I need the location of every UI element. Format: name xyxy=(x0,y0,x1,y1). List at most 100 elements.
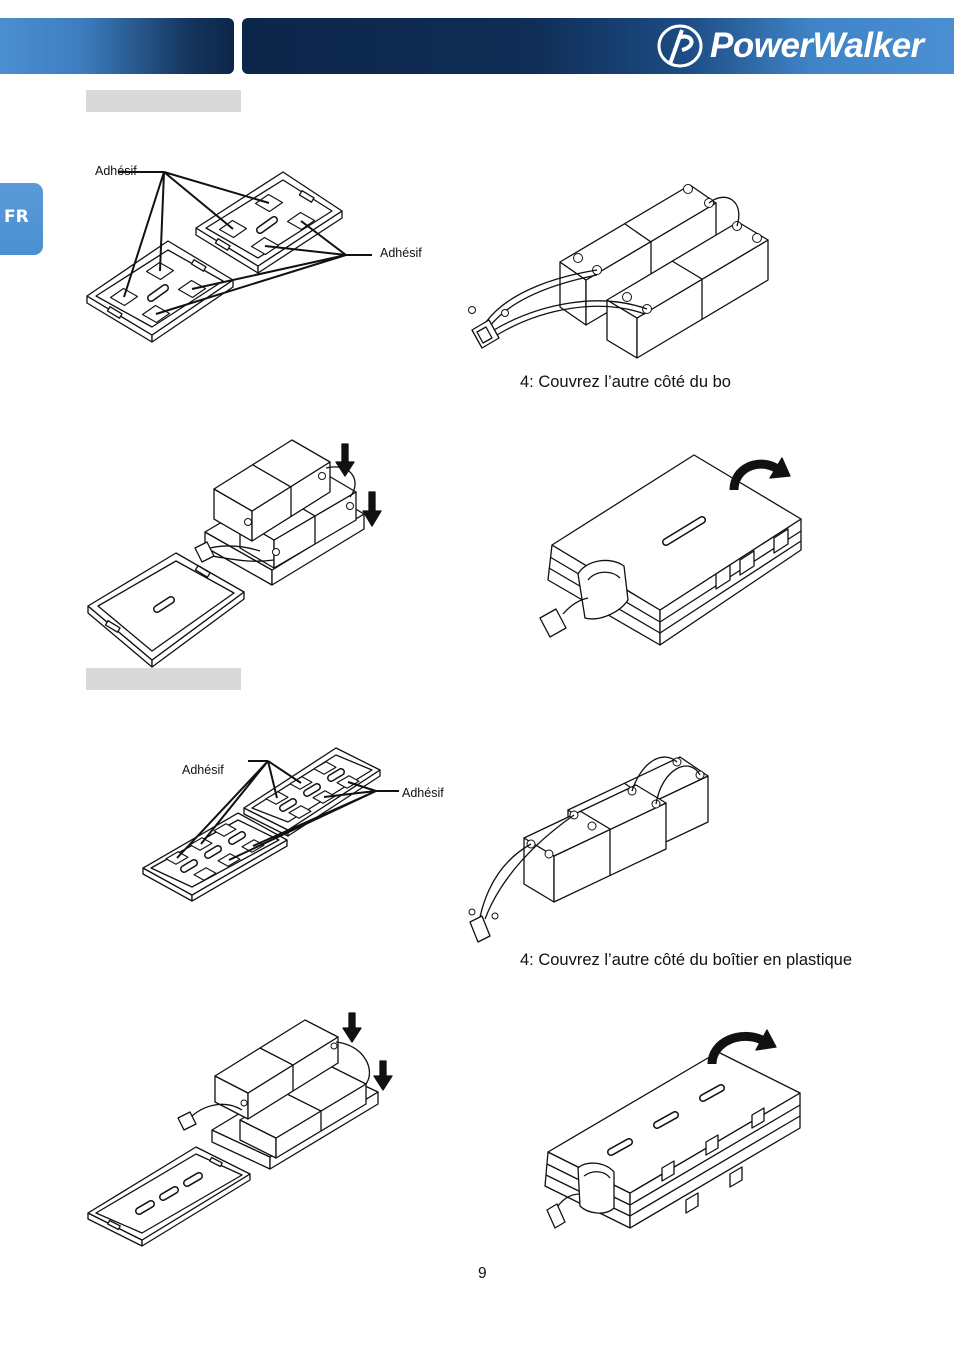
figure-trays-adhesive-2 xyxy=(142,747,399,902)
figure-batteries-into-tray-1-part xyxy=(244,518,252,526)
figure-batteries-into-tray-1-part xyxy=(272,548,280,556)
figure-batteries-into-tray-2-part xyxy=(136,1201,154,1214)
adhesive-label-left-2: Adhésif xyxy=(182,763,224,777)
figure-trays-adhesive-1 xyxy=(86,171,372,343)
figure-trays-adhesive-1-part xyxy=(190,259,207,272)
figure-closed-case-2 xyxy=(544,1029,801,1229)
language-tab-label: FR xyxy=(4,207,29,227)
figure-trays-adhesive-2-part xyxy=(181,860,197,872)
figure-trays-adhesive-1-part xyxy=(118,171,270,298)
figure-closed-case-1 xyxy=(539,454,802,646)
figure-closed-case-1-part xyxy=(739,550,755,576)
figure-closed-case-2-part xyxy=(577,1162,615,1214)
figure-batteries-wired-1-part xyxy=(485,269,598,323)
figure-closed-case-2-part xyxy=(583,1171,611,1179)
figure-trays-adhesive-2-part xyxy=(313,761,337,775)
figure-closed-case-2-part xyxy=(685,1192,699,1214)
figure-batteries-wired-1-part xyxy=(501,309,509,317)
figure-batteries-wired-2-part xyxy=(655,765,701,805)
figure-batteries-wired-1 xyxy=(468,184,769,359)
figure-batteries-wired-2-part xyxy=(479,843,532,918)
figure-batteries-wired-1-part xyxy=(622,292,632,302)
figure-closed-case-2-part xyxy=(661,1160,675,1182)
rotate-arrow-head xyxy=(755,1029,777,1051)
figure-batteries-wired-1-part xyxy=(752,233,762,243)
rotate-arrow-head xyxy=(769,457,791,479)
brand-logo-text: PowerWalker xyxy=(710,26,924,65)
figure-batteries-into-tray-1 xyxy=(87,439,382,668)
figure-batteries-into-tray-2-part xyxy=(107,1219,121,1231)
figure-batteries-into-tray-1-part xyxy=(318,472,326,480)
figure-trays-adhesive-2-part xyxy=(193,867,217,881)
figure-batteries-into-tray-2 xyxy=(87,1012,393,1247)
step-caption-1: 4: Couvrez l’autre côté du bo xyxy=(520,373,731,391)
figure-closed-case-2-part xyxy=(546,1203,566,1229)
figure-closed-case-1-part xyxy=(663,517,705,545)
figure-batteries-wired-1-part xyxy=(573,253,583,263)
figure-trays-adhesive-2-part xyxy=(176,760,302,859)
figure-closed-case-2-part xyxy=(557,1193,581,1207)
figure-trays-adhesive-1-part xyxy=(298,190,315,203)
figure-batteries-into-tray-2-part xyxy=(259,1047,294,1091)
figure-trays-adhesive-2-part xyxy=(229,832,245,844)
figure-batteries-wired-1-part xyxy=(468,306,476,314)
figure-batteries-wired-1-part xyxy=(624,223,652,287)
figure-trays-adhesive-2-part xyxy=(288,805,312,819)
figure-closed-case-2-part xyxy=(608,1139,632,1155)
figure-batteries-wired-1-part xyxy=(489,274,598,327)
figure-closed-case-1-part xyxy=(587,571,621,581)
figure-batteries-wired-2-part xyxy=(579,810,611,875)
figure-batteries-wired-1-part xyxy=(496,305,646,336)
figure-closed-case-1-part xyxy=(773,528,789,554)
step-caption-2: 4: Couvrez l’autre côté du boîtier en pl… xyxy=(520,951,853,969)
figure-trays-adhesive-1-part xyxy=(106,306,123,319)
adhesive-label-left-1: Adhésif xyxy=(95,164,137,178)
figure-batteries-into-tray-2-part xyxy=(191,1103,243,1117)
figure-batteries-wired-2 xyxy=(468,756,709,943)
figure-batteries-wired-2-part xyxy=(544,849,554,859)
figure-closed-case-2-part xyxy=(700,1085,724,1101)
figure-batteries-into-tray-1-part xyxy=(194,565,211,578)
figure-batteries-into-tray-2-part xyxy=(284,1092,322,1131)
figure-trays-adhesive-2-part xyxy=(280,799,296,811)
figure-trays-adhesive-1-part xyxy=(257,217,277,233)
section-heading-bar-2 xyxy=(86,668,241,690)
figure-batteries-wired-2-part xyxy=(468,908,476,916)
figure-batteries-into-tray-1-part xyxy=(209,545,261,552)
figure-batteries-into-tray-1-part xyxy=(211,555,275,562)
figure-trays-adhesive-2-part xyxy=(228,781,399,861)
rotate-arrow-icon xyxy=(729,459,779,491)
figure-batteries-wired-2-part xyxy=(491,912,499,920)
section-heading-bar-1 xyxy=(86,90,241,112)
rotate-arrow-icon xyxy=(707,1031,764,1065)
language-tab[interactable]: FR xyxy=(0,183,43,255)
figure-trays-adhesive-1-part xyxy=(214,238,231,251)
figure-batteries-into-tray-2-part xyxy=(335,1041,371,1085)
figure-closed-case-2-part xyxy=(729,1166,743,1188)
adhesive-label-right-1: Adhésif xyxy=(380,246,422,260)
figure-batteries-into-tray-2-part xyxy=(177,1111,197,1131)
figure-closed-case-2-part xyxy=(705,1134,719,1156)
figure-closed-case-1-part xyxy=(562,597,589,615)
figure-trays-adhesive-2-part xyxy=(304,784,320,796)
figure-batteries-wired-1-part xyxy=(708,196,740,227)
figure-closed-case-1-part xyxy=(539,608,567,638)
figure-closed-case-1-part xyxy=(715,564,731,590)
figure-batteries-into-tray-1-part xyxy=(194,541,215,563)
figure-batteries-wired-2-part xyxy=(631,756,678,792)
figure-batteries-wired-2-part xyxy=(587,821,597,831)
figure-batteries-wired-1-part xyxy=(493,300,648,331)
adhesive-label-right-2: Adhésif xyxy=(402,786,444,800)
figure-batteries-into-tray-2-part xyxy=(240,1099,248,1107)
figure-closed-case-2-part xyxy=(654,1112,678,1128)
figure-batteries-into-tray-2-part xyxy=(209,1156,223,1168)
figure-batteries-wired-1-part xyxy=(476,326,493,344)
page-number: 9 xyxy=(478,1265,487,1282)
arrow-down-icon xyxy=(362,491,382,527)
figure-trays-adhesive-2-part xyxy=(328,769,344,781)
header-left-band xyxy=(0,18,234,74)
figure-trays-adhesive-1-part xyxy=(155,220,372,315)
figure-batteries-wired-2-part xyxy=(484,814,575,920)
arrow-down-icon xyxy=(342,1012,362,1043)
